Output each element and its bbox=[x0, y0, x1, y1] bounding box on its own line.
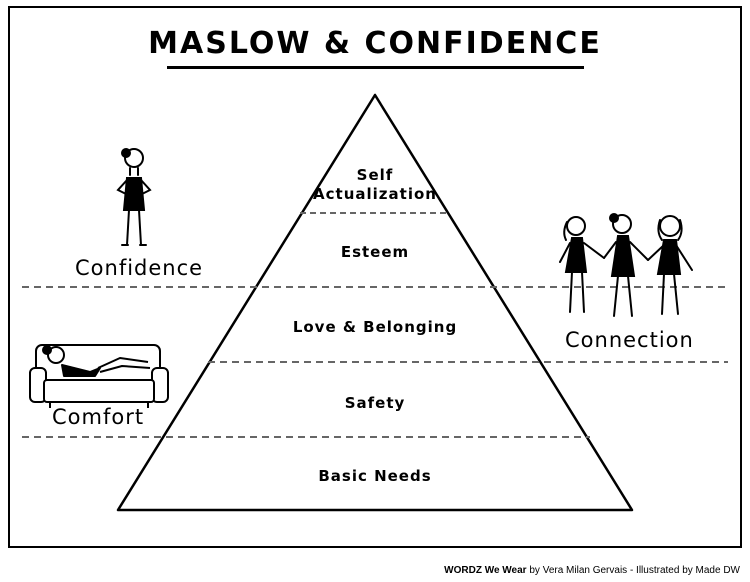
label-connection: Connection bbox=[565, 328, 694, 352]
label-comfort: Comfort bbox=[52, 405, 145, 429]
level-self-line1: Self bbox=[356, 166, 394, 184]
level-love-belonging: Love & Belonging bbox=[292, 318, 458, 336]
label-confidence: Confidence bbox=[75, 256, 204, 280]
comfort-couch-icon bbox=[29, 344, 169, 408]
credit-rest: by Vera Milan Gervais - Illustrated by M… bbox=[526, 565, 740, 576]
level-safety: Safety bbox=[344, 394, 406, 412]
level-esteem: Esteem bbox=[340, 243, 410, 261]
connection-figures-icon bbox=[559, 213, 693, 317]
credit-brand: WORDZ We Wear bbox=[444, 565, 527, 576]
title-underline bbox=[167, 66, 584, 69]
confidence-figure-icon bbox=[116, 148, 152, 246]
level-self-actualization: Self Actualization bbox=[300, 166, 450, 204]
pyramid-outline bbox=[116, 93, 634, 512]
credit-line: WORDZ We Wear by Vera Milan Gervais - Il… bbox=[444, 565, 740, 576]
level-basic-needs: Basic Needs bbox=[318, 467, 432, 485]
diagram-frame bbox=[8, 6, 742, 548]
level-self-line2: Actualization bbox=[313, 185, 437, 203]
diagram-title: MASLOW & CONFIDENCE bbox=[148, 26, 602, 61]
